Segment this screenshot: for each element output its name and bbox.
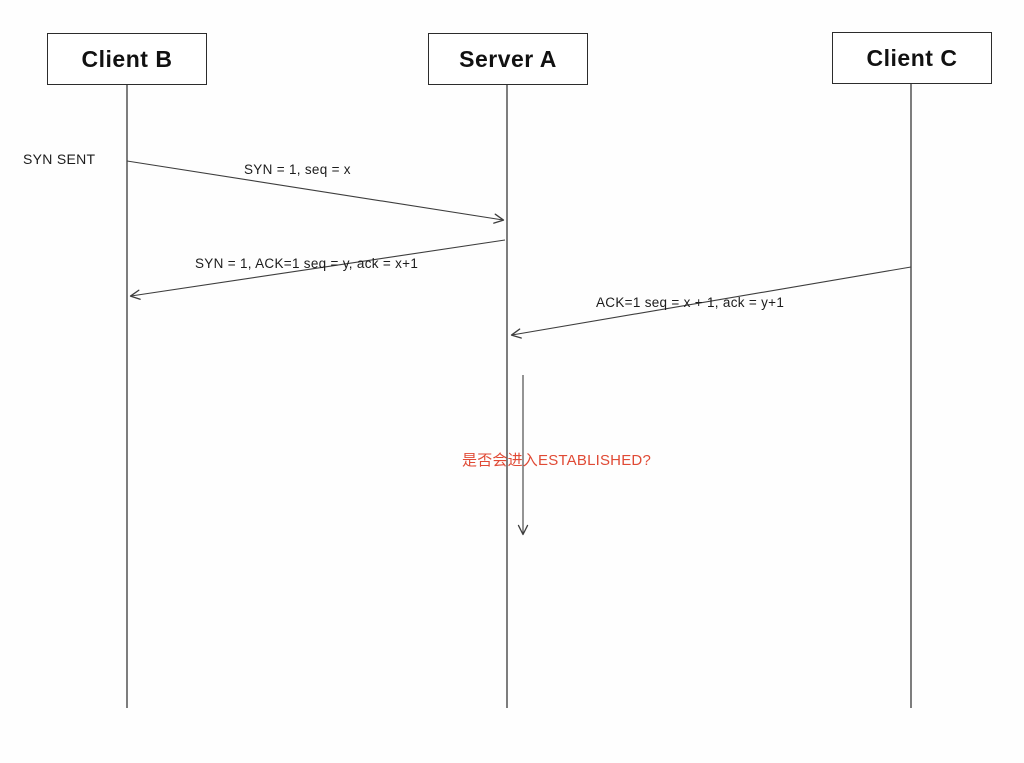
message-label-syn: SYN = 1, seq = x xyxy=(244,162,351,177)
arrow-synack-servera-to-clientb xyxy=(129,239,506,300)
message-label-syn-ack: SYN = 1, ACK=1 seq = y, ack = x+1 xyxy=(195,256,419,271)
actor-box-client-c: Client C xyxy=(832,32,992,84)
arrow-ack-clientc-to-servera xyxy=(510,266,912,339)
arrow-syn-clientb-to-servera xyxy=(126,160,505,224)
annotation-established-question: 是否会进入ESTABLISHED? xyxy=(462,452,651,469)
actor-box-client-b: Client B xyxy=(47,33,207,85)
state-label-syn-sent: SYN SENT xyxy=(23,151,96,167)
message-label-ack: ACK=1 seq = x + 1, ack = y+1 xyxy=(596,295,785,310)
actor-box-server-a: Server A xyxy=(428,33,588,85)
